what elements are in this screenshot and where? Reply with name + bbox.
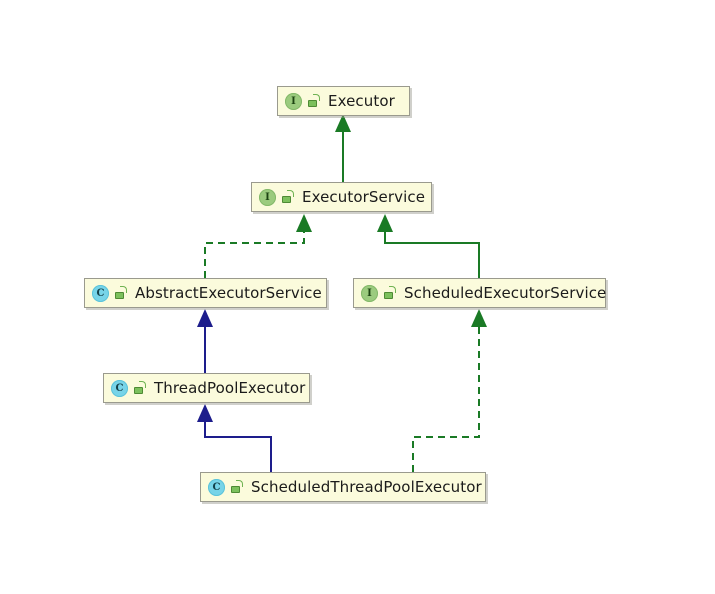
open-padlock-icon: [384, 286, 397, 300]
open-padlock-icon: [231, 480, 244, 494]
uml-node-label: AbstractExecutorService: [135, 283, 322, 302]
uml-node-thread-pool-executor[interactable]: ThreadPoolExecutor: [103, 373, 310, 403]
edge-scheduled-executorservice: [377, 214, 480, 278]
uml-node-label: Executor: [328, 91, 395, 110]
edge-threadpool-abstract: [197, 309, 213, 373]
edge-executorservice-executor: [335, 114, 351, 182]
class-circle-icon: [92, 284, 109, 302]
open-padlock-icon: [308, 94, 321, 108]
class-circle-icon: [111, 379, 128, 397]
interface-circle-icon: [285, 92, 302, 110]
uml-node-scheduled-executor-service[interactable]: ScheduledExecutorService: [353, 278, 606, 308]
edge-scheduledtpe-threadpool: [197, 404, 272, 472]
uml-node-executor[interactable]: Executor: [277, 86, 410, 116]
interface-circle-icon: [259, 188, 276, 206]
edge-scheduledtpe-scheduledexecutorservice: [412, 309, 487, 472]
uml-node-label: ExecutorService: [302, 187, 426, 206]
uml-node-executor-service[interactable]: ExecutorService: [251, 182, 432, 212]
uml-node-scheduled-thread-pool-executor[interactable]: ScheduledThreadPoolExecutor: [200, 472, 486, 502]
open-padlock-icon: [134, 381, 147, 395]
open-padlock-icon: [115, 286, 128, 300]
class-circle-icon: [208, 478, 225, 496]
open-padlock-icon: [282, 190, 295, 204]
uml-node-label: ThreadPoolExecutor: [154, 378, 306, 397]
uml-node-abstract-executor-service[interactable]: AbstractExecutorService: [84, 278, 327, 308]
uml-node-label: ScheduledExecutorService: [404, 283, 607, 302]
uml-node-label: ScheduledThreadPoolExecutor: [251, 477, 482, 496]
edge-abstract-executorservice: [204, 214, 312, 278]
interface-circle-icon: [361, 284, 378, 302]
